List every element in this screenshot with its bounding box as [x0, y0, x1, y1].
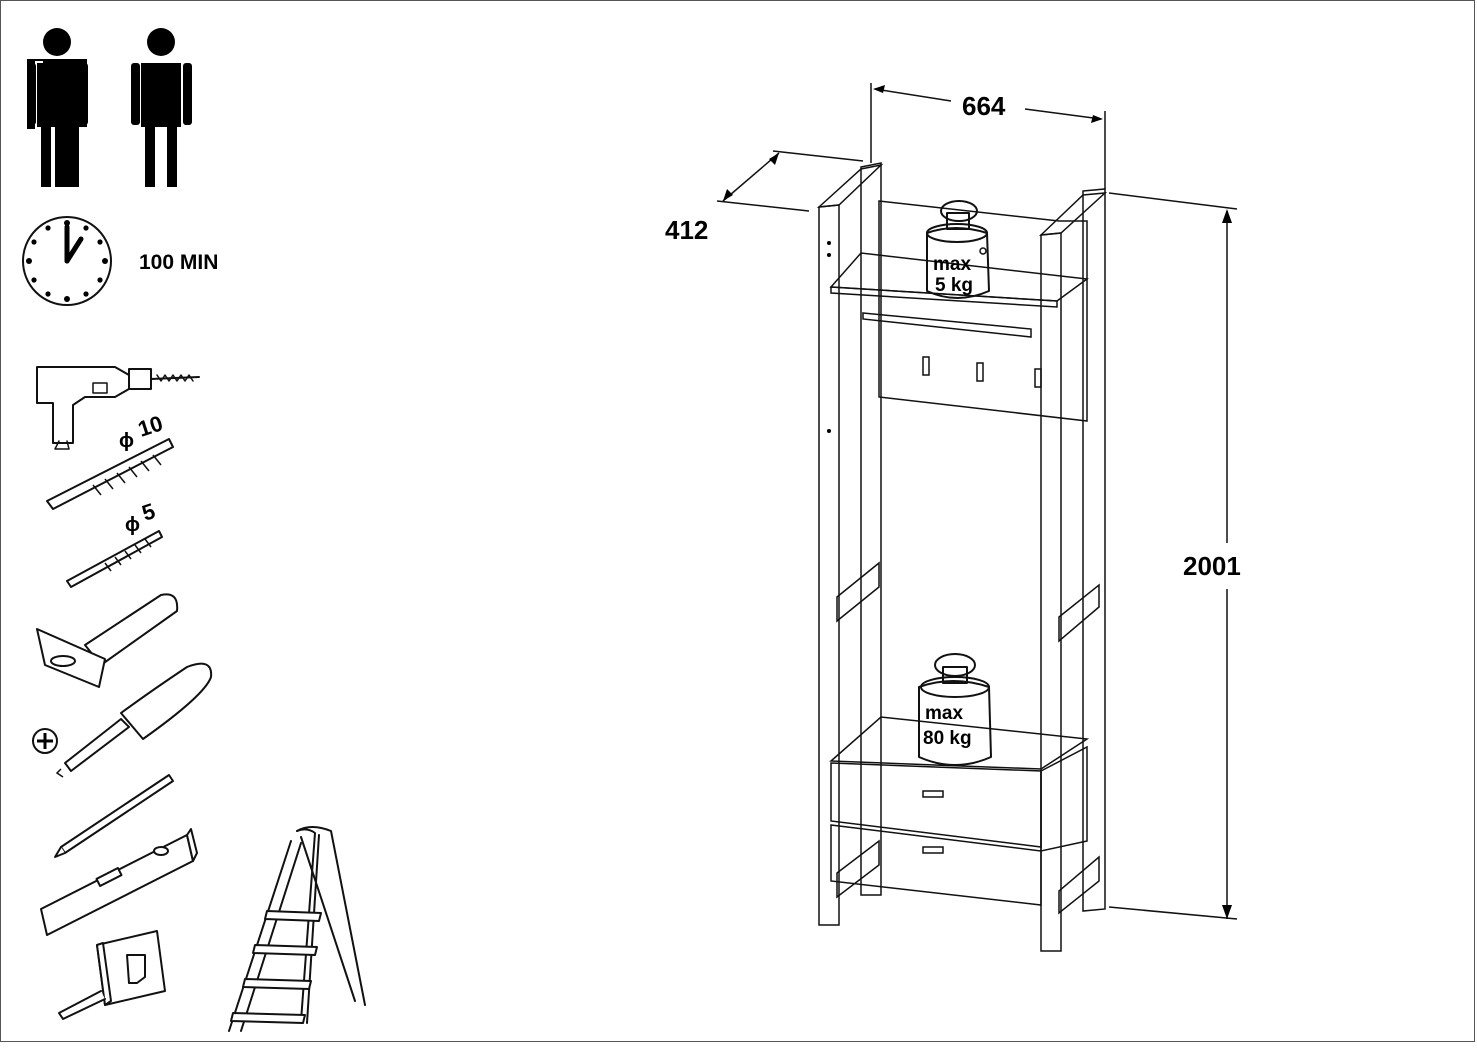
drill-bit-large-size: 10 [135, 410, 166, 441]
back-panel-upper [878, 200, 1088, 422]
tape-measure-icon [58, 930, 166, 1020]
clock-icon [22, 216, 112, 306]
weight-icon-lower: max 80 kg [918, 653, 992, 766]
assembly-time-label: 100 MIN [139, 251, 218, 274]
pencil-icon [54, 774, 174, 858]
rear-left-post [860, 162, 882, 896]
hammer-icon [36, 593, 179, 688]
drawer-handle [922, 846, 944, 854]
height-dimension: 2001 [1108, 192, 1241, 920]
screwdriver-icon [32, 662, 213, 778]
person-icon [131, 28, 192, 187]
coat-hook [1034, 368, 1042, 388]
top-drawer [830, 762, 1042, 848]
lower-load-label-line1: max [925, 703, 963, 724]
power-drill-icon [36, 366, 200, 450]
wardrobe-drawing [816, 162, 1108, 952]
diameter-symbol-small: ϕ [125, 514, 140, 536]
lower-load-label-line2: 80 kg [923, 728, 972, 749]
step-ladder-icon [228, 826, 366, 1032]
bottom-drawer [830, 824, 1042, 906]
rear-right-post [1082, 188, 1106, 912]
lower-shelf [829, 716, 1090, 770]
hanging-rail [862, 312, 1032, 338]
drill-bit-small-size: 5 [139, 498, 158, 526]
drawer-handle [922, 790, 944, 798]
front-left-post [818, 204, 840, 926]
coat-hook [922, 356, 930, 376]
upper-load-label-line1: max [933, 254, 971, 275]
width-value: 664 [962, 91, 1006, 121]
upper-load-label-line2: 5 kg [935, 275, 973, 296]
drill-bit-small-icon: ϕ 5 [66, 498, 163, 588]
coat-hook [976, 362, 984, 382]
front-right-post [1040, 232, 1062, 952]
diameter-symbol: ϕ [119, 430, 134, 452]
width-dimension: 664 [870, 83, 1106, 189]
height-value: 2001 [1183, 551, 1241, 581]
depth-dimension: 412 [665, 150, 864, 245]
weight-icon-upper: max 5 kg [926, 200, 990, 299]
person-icon [27, 28, 88, 187]
depth-value: 412 [665, 215, 708, 245]
spirit-level-icon [40, 828, 198, 936]
